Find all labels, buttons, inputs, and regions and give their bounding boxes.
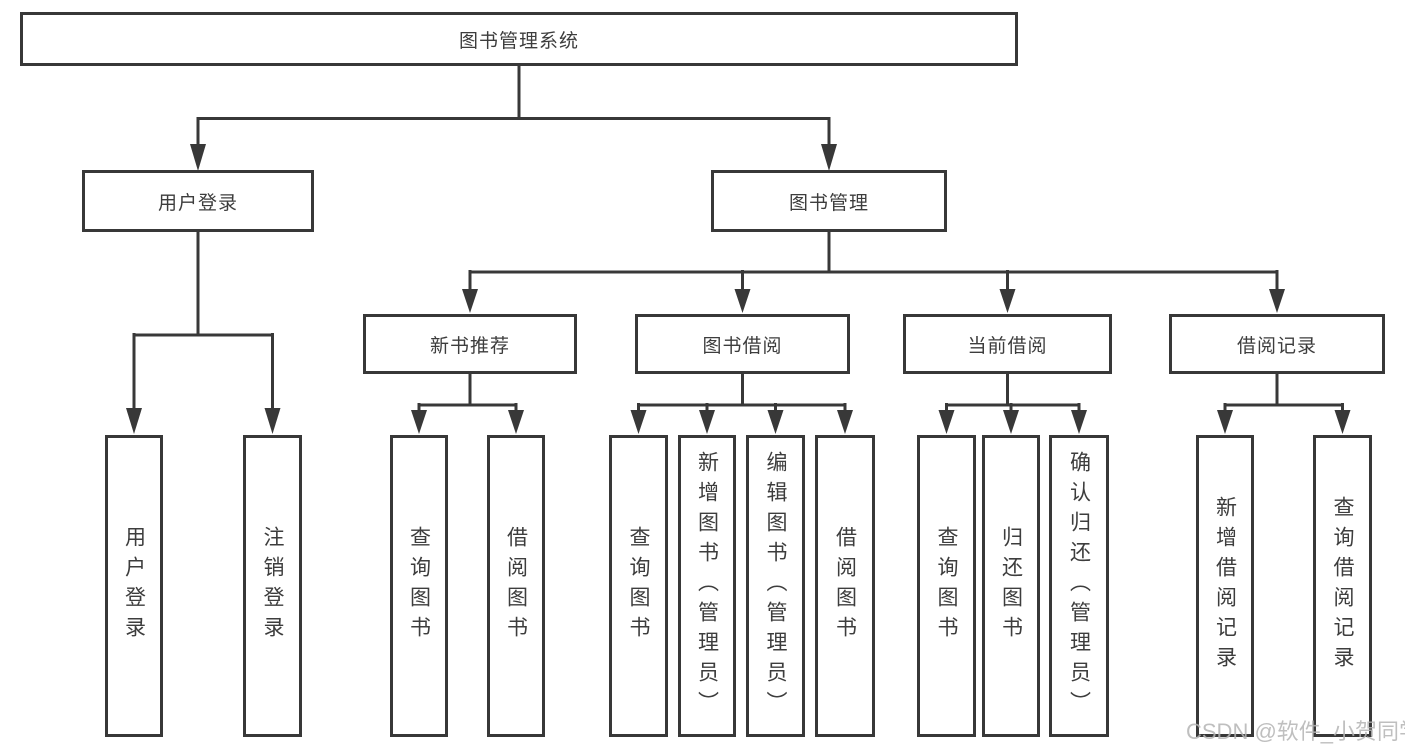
leaf-label: 新增借阅记录 (1213, 496, 1237, 676)
leaf-label: 借阅图书 (504, 526, 528, 646)
node-current-borrowing: 当前借阅 (903, 314, 1112, 374)
node-label: 图书管理系统 (458, 30, 579, 52)
node-borrowing-records: 借阅记录 (1169, 314, 1385, 374)
leaf-add-books-admin: 新增图书（管理员） (678, 435, 736, 737)
leaf-label: 注销登录 (261, 526, 284, 646)
leaf-return-books: 归还图书 (982, 435, 1040, 737)
leaf-label: 编辑图书（管理员） (764, 451, 787, 721)
leaf-user-login: 用户登录 (105, 435, 163, 737)
leaf-label: 用户登录 (122, 526, 146, 646)
leaf-label: 查询图书 (627, 526, 650, 646)
leaf-label: 归还图书 (999, 526, 1023, 646)
node-label: 借阅记录 (1236, 335, 1317, 357)
leaf-logout: 注销登录 (243, 435, 302, 737)
leaf-borrow-books: 借阅图书 (815, 435, 875, 737)
leaf-add-borrowing-record: 新增借阅记录 (1196, 435, 1254, 737)
node-label: 新书推荐 (429, 335, 510, 357)
leaf-borrow-books-recommend: 借阅图书 (487, 435, 545, 737)
leaf-query-books-recommend: 查询图书 (390, 435, 448, 737)
leaf-label: 查询图书 (935, 526, 958, 646)
leaf-edit-books-admin: 编辑图书（管理员） (746, 435, 805, 737)
leaf-confirm-return-admin: 确认归还（管理员） (1049, 435, 1109, 737)
leaf-label: 确认归还（管理员） (1067, 451, 1091, 721)
node-user-login: 用户登录 (82, 170, 314, 232)
node-label: 图书管理 (788, 192, 869, 214)
node-label: 用户登录 (157, 192, 238, 214)
leaf-label: 查询借阅记录 (1331, 496, 1354, 676)
node-book-management-system: 图书管理系统 (20, 12, 1018, 66)
leaf-query-books-borrowing: 查询图书 (609, 435, 668, 737)
node-book-borrowing: 图书借阅 (635, 314, 850, 374)
node-label: 图书借阅 (702, 335, 783, 357)
leaf-query-borrowing-record: 查询借阅记录 (1313, 435, 1372, 737)
leaf-label: 新增图书（管理员） (695, 451, 719, 721)
leaf-query-books-current: 查询图书 (917, 435, 976, 737)
node-label: 当前借阅 (967, 335, 1048, 357)
node-book-management: 图书管理 (711, 170, 947, 232)
leaf-label: 借阅图书 (833, 526, 857, 646)
leaf-label: 查询图书 (407, 526, 431, 646)
node-new-book-recommendation: 新书推荐 (363, 314, 577, 374)
watermark-text: CSDN @软件_小贺同学 (1186, 719, 1405, 744)
